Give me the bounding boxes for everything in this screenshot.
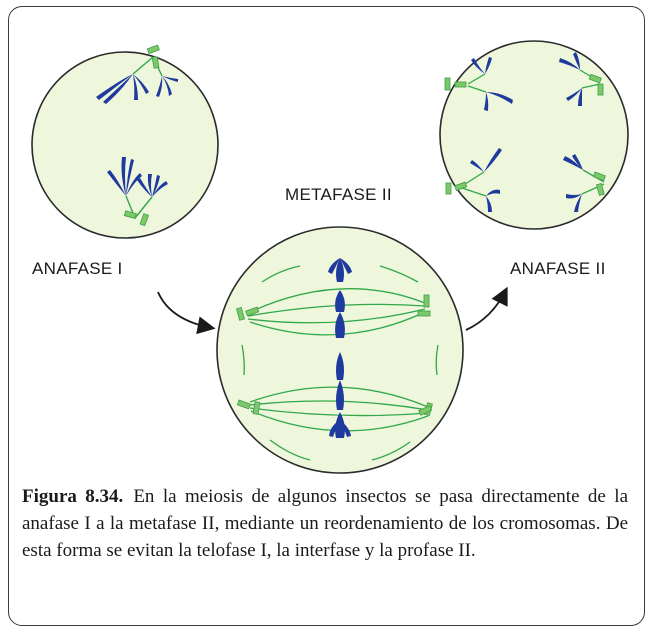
- cell-anafase-2: [439, 40, 629, 230]
- cell-metafase-2: [216, 226, 464, 474]
- caption-text: En la meiosis de algunos insectos se pas…: [22, 486, 628, 561]
- label-metafase-2: METAFASE II: [285, 185, 392, 204]
- label-anafase-1: ANAFASE I: [32, 259, 123, 278]
- arrow-to-metafase: [157, 291, 216, 335]
- cell-anafase-1: [31, 44, 219, 239]
- label-anafase-2: ANAFASE II: [510, 259, 606, 278]
- figure-number: Figura 8.34.: [22, 486, 124, 507]
- figure-caption: Figura 8.34.En la meiosis de algunos ins…: [22, 483, 628, 564]
- arrow-to-anafase-2: [465, 286, 508, 331]
